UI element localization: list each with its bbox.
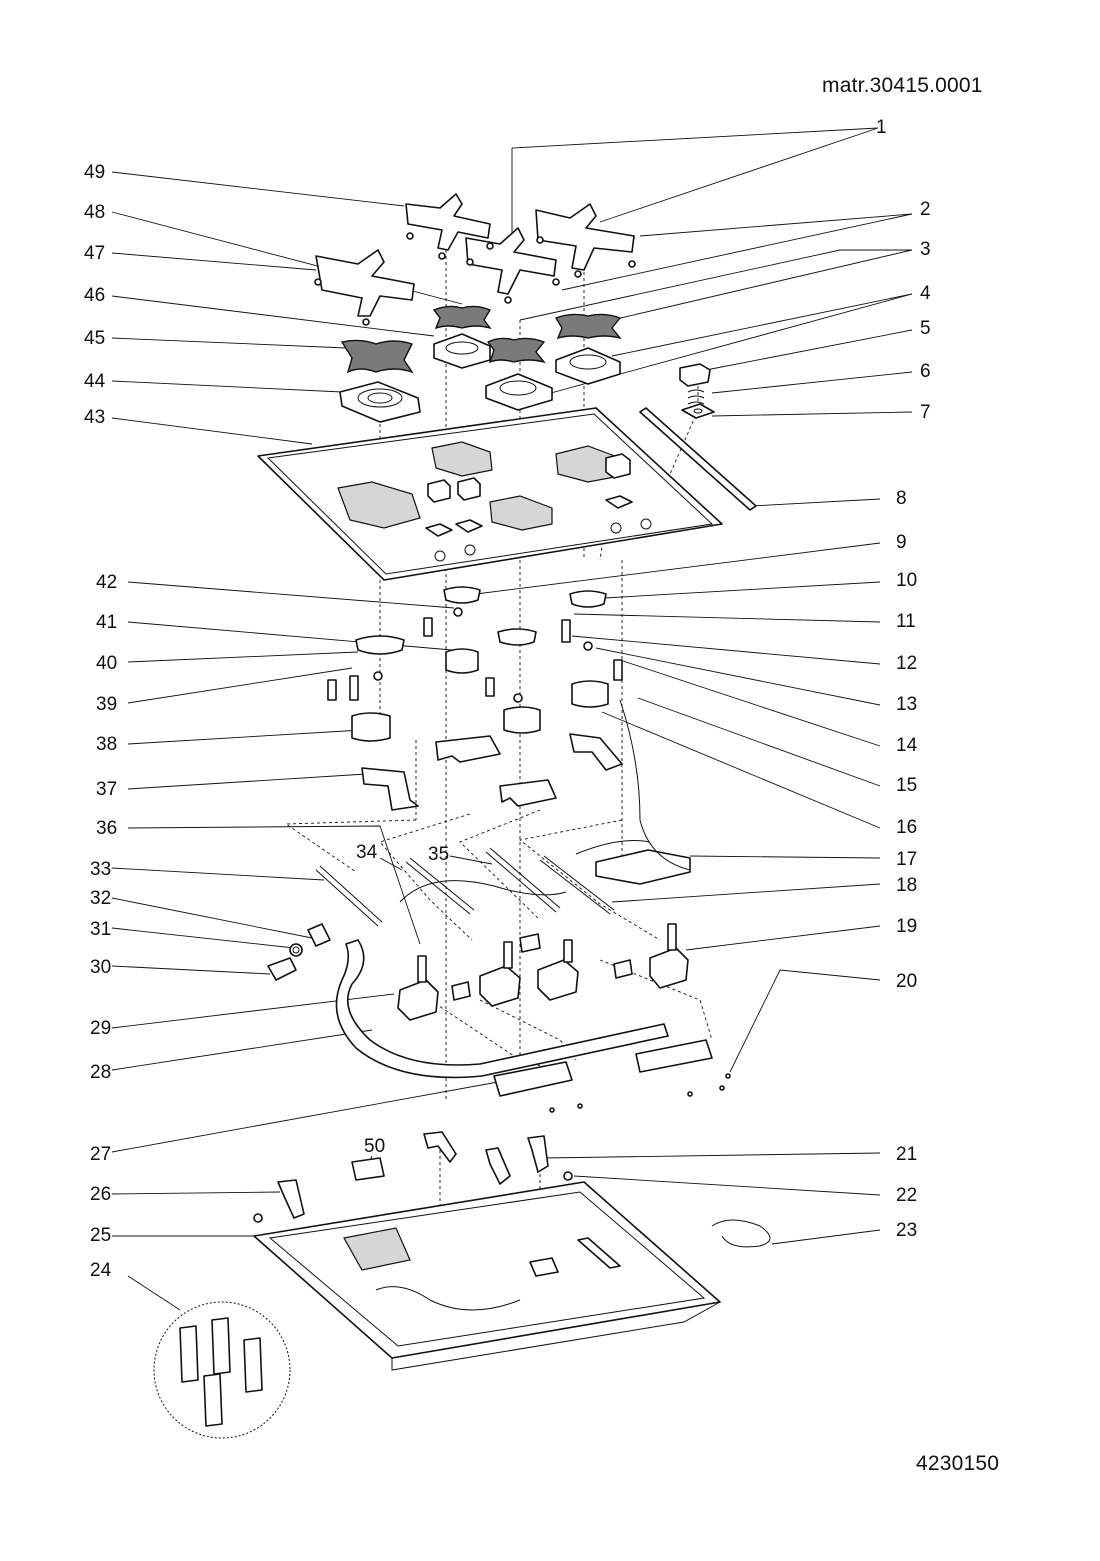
hob-top-plate	[257, 407, 723, 581]
callout-50: 50	[364, 1136, 385, 1157]
callout-44: 44	[84, 371, 106, 392]
callout-37: 37	[96, 779, 117, 800]
ignition-generator	[575, 699, 691, 885]
drawing-code: 4230150	[916, 1452, 1000, 1475]
burner-crowns	[339, 333, 621, 423]
callout-31: 31	[90, 919, 111, 940]
burner-bases	[327, 586, 623, 742]
callout-48: 48	[84, 202, 105, 223]
callout-numbers: 1234567891011121314151617181920212223242…	[84, 117, 931, 1281]
callout-14: 14	[896, 735, 918, 756]
callout-6: 6	[920, 361, 931, 382]
callout-8: 8	[896, 488, 907, 509]
callout-11: 11	[896, 611, 916, 632]
callout-9: 9	[896, 532, 907, 553]
control-rod	[639, 407, 757, 511]
burner-caps	[340, 305, 622, 374]
callout-25: 25	[90, 1225, 111, 1246]
burner-brackets	[361, 733, 623, 811]
callout-46: 46	[84, 285, 105, 306]
callout-34: 34	[356, 842, 378, 863]
callout-35: 35	[428, 844, 449, 865]
power-cable	[711, 1219, 771, 1248]
callout-16: 16	[896, 817, 917, 838]
callout-5: 5	[920, 318, 931, 339]
pan-support-grid	[314, 193, 636, 326]
callout-41: 41	[96, 612, 117, 633]
callout-42: 42	[96, 572, 117, 593]
callout-36: 36	[96, 818, 117, 839]
callout-20: 20	[896, 971, 917, 992]
valve-rails	[493, 1039, 731, 1113]
callout-10: 10	[896, 570, 917, 591]
callout-38: 38	[96, 734, 117, 755]
callout-3: 3	[920, 239, 931, 260]
bottom-tray	[253, 1181, 721, 1371]
callout-45: 45	[84, 328, 105, 349]
callout-21: 21	[896, 1144, 917, 1165]
callout-29: 29	[90, 1018, 111, 1039]
callout-26: 26	[90, 1184, 111, 1205]
inlet-fittings	[267, 923, 331, 981]
callout-13: 13	[896, 694, 917, 715]
callout-7: 7	[920, 402, 931, 423]
callout-43: 43	[84, 407, 105, 428]
callout-24: 24	[90, 1260, 112, 1281]
callout-30: 30	[90, 957, 111, 978]
callout-33: 33	[90, 859, 111, 880]
callout-40: 40	[96, 653, 117, 674]
callout-18: 18	[896, 875, 917, 896]
callout-27: 27	[90, 1144, 111, 1165]
gas-valves	[397, 923, 689, 1021]
callout-2: 2	[920, 199, 931, 220]
gas-pipes	[315, 847, 615, 927]
callout-1: 1	[876, 117, 887, 138]
callout-47: 47	[84, 243, 105, 264]
callout-19: 19	[896, 916, 917, 937]
callout-39: 39	[96, 694, 117, 715]
callout-28: 28	[90, 1062, 111, 1083]
drawing-reference: matr.30415.0001	[822, 74, 983, 97]
callout-49: 49	[84, 162, 105, 183]
support-clips	[253, 1131, 573, 1223]
callout-32: 32	[90, 888, 111, 909]
callout-23: 23	[896, 1220, 917, 1241]
control-knob-assembly	[679, 363, 715, 419]
callout-15: 15	[896, 775, 917, 796]
gas-manifold-pipe	[335, 939, 669, 1079]
callout-17: 17	[896, 849, 917, 870]
callout-12: 12	[896, 653, 917, 674]
clips-detail-circle	[153, 1301, 291, 1439]
callout-4: 4	[920, 283, 931, 304]
callout-22: 22	[896, 1185, 917, 1206]
